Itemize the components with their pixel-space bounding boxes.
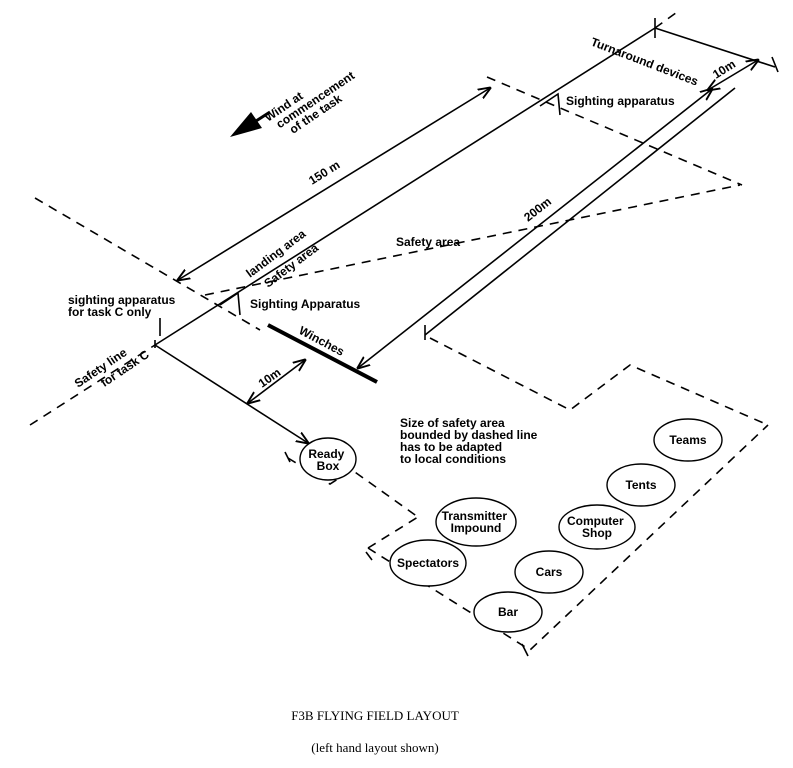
transmitter-impound: Transmitter Impound bbox=[435, 497, 517, 547]
safety-boundary-right bbox=[429, 337, 769, 426]
dimension-200m-label: 200m bbox=[521, 194, 554, 224]
svg-text:Computer Shop: Computer Shop bbox=[567, 514, 627, 540]
wind-label: Wind at commencement of the task bbox=[262, 57, 367, 145]
sighting-apparatus-left-icon bbox=[219, 291, 241, 316]
sighting-apparatus-task-c-label: sighting apparatus for task C only bbox=[68, 293, 179, 319]
teams: Teams bbox=[653, 418, 723, 462]
tents: Tents bbox=[606, 463, 676, 507]
turnaround-label: Turnaround devices bbox=[589, 35, 701, 89]
safety-line-topright bbox=[654, 9, 681, 29]
svg-text:Tents: Tents bbox=[625, 478, 656, 492]
caption-title: F3B FLYING FIELD LAYOUT bbox=[291, 708, 459, 723]
ready-box: Ready Box bbox=[299, 437, 357, 481]
sighting-apparatus-top-label: Sighting apparatus bbox=[566, 94, 675, 108]
field-outline bbox=[154, 18, 779, 348]
computer-shop: Computer Shop bbox=[558, 504, 636, 550]
line-to-ready-box bbox=[154, 344, 308, 443]
spectators: Spectators bbox=[389, 539, 467, 587]
field-right-edge bbox=[424, 87, 736, 336]
cars: Cars bbox=[514, 550, 584, 594]
svg-text:Cars: Cars bbox=[536, 565, 563, 579]
caption-subtitle: (left hand layout shown) bbox=[311, 740, 438, 755]
safety-line-task-c bbox=[29, 344, 156, 426]
safety-line-left bbox=[34, 197, 261, 331]
safety-line-task-c-label: Safety line for task C bbox=[72, 335, 152, 402]
sighting-apparatus-left-label: Sighting Apparatus bbox=[250, 297, 361, 311]
dimension-10m-left bbox=[248, 360, 305, 403]
sighting-apparatus-top-icon bbox=[539, 92, 561, 116]
safety-size-note: Size of safety area bounded by dashed li… bbox=[400, 416, 541, 466]
svg-text:Bar: Bar bbox=[498, 605, 518, 619]
bar: Bar bbox=[473, 591, 543, 633]
svg-text:Transmitter Impound: Transmitter Impound bbox=[442, 509, 511, 535]
svg-text:Teams: Teams bbox=[669, 433, 706, 447]
dimension-150m bbox=[178, 88, 490, 280]
winches-line bbox=[267, 323, 378, 384]
safety-area-label: Safety area bbox=[396, 235, 460, 249]
dimension-200m bbox=[358, 89, 712, 368]
dimension-10m-top-label: 10m bbox=[710, 57, 738, 82]
svg-text:Spectators: Spectators bbox=[397, 556, 459, 570]
dimension-10m-top bbox=[708, 60, 758, 90]
svg-text:Ready Box: Ready Box bbox=[308, 447, 347, 473]
